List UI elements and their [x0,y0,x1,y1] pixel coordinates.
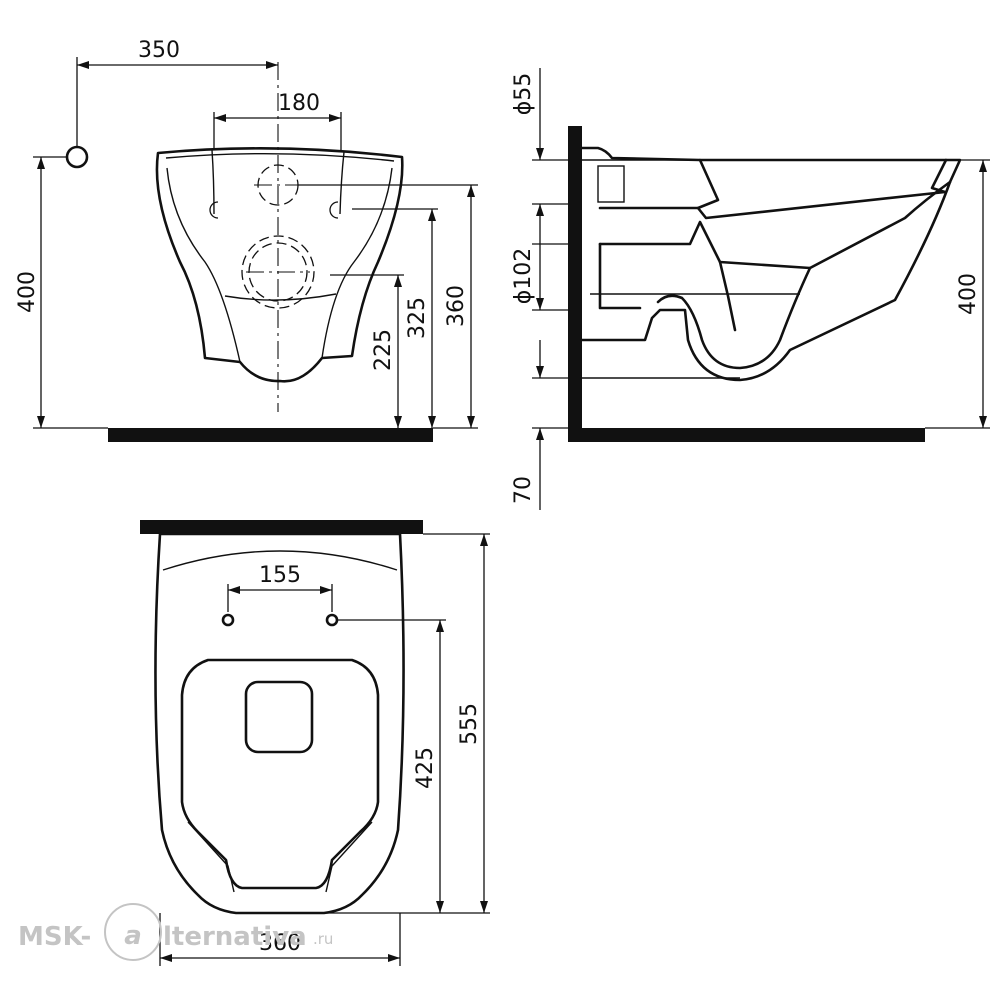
top-view: 155 425 555 360 [140,520,490,966]
top-back-curve [162,550,398,571]
front-bowl-outline [155,147,404,383]
front-view: 350 180 400 225 325 360 [15,38,478,442]
side-bowl-lower [598,180,952,270]
watermark-tld: .ru [313,930,333,948]
front-inner-left [166,167,241,363]
watermark-circle-icon [104,903,162,961]
dim-label-400-front: 400 [15,271,40,313]
top-bolt-hole-right [325,613,339,627]
front-inner-right [321,167,393,359]
dim-label-350: 350 [138,38,180,63]
front-rim-line [165,152,395,162]
watermark-glyph: a [124,921,142,951]
front-floor [108,428,433,442]
dim-label-425: 425 [413,747,438,789]
front-seat-line-left [211,149,215,215]
side-floor [568,428,925,442]
dim-label-400-side: 400 [956,273,981,315]
front-waist-line [224,293,337,301]
top-wall [140,520,423,534]
watermark-suffix: lternativa [163,922,307,952]
side-wall [568,126,582,442]
side-trap [718,260,737,332]
watermark-prefix: MSK- [18,922,91,952]
dim-label-70: 70 [511,476,536,504]
top-seat-opening [180,658,380,890]
dim-label-360: 360 [444,285,469,327]
front-outlet-hidden-outer [241,235,315,309]
dim-label-phi55: ϕ55 [511,73,536,116]
side-view: ϕ55 ϕ102 400 70 [511,68,990,510]
dim-label-325: 325 [405,297,430,339]
dim-label-phi102: ϕ102 [511,248,536,305]
side-bowl-outline [580,158,962,382]
front-bolt-right [329,201,339,219]
dim-label-225: 225 [371,329,396,371]
dim-label-180: 180 [278,91,320,116]
dim-label-155: 155 [259,563,301,588]
dim-label-555: 555 [457,703,482,745]
dim-label-360-width: 360 [259,931,301,956]
side-inlet-spud [580,146,720,210]
watermark-logo: MSK- a lternativa .ru [18,903,333,961]
top-bowl-well [244,680,314,754]
front-seat-line-right [339,151,345,215]
supply-pipe-circle [65,145,89,169]
top-bowl-outline [154,532,405,915]
front-bolt-left [209,201,219,219]
top-bolt-hole-left [221,613,235,627]
